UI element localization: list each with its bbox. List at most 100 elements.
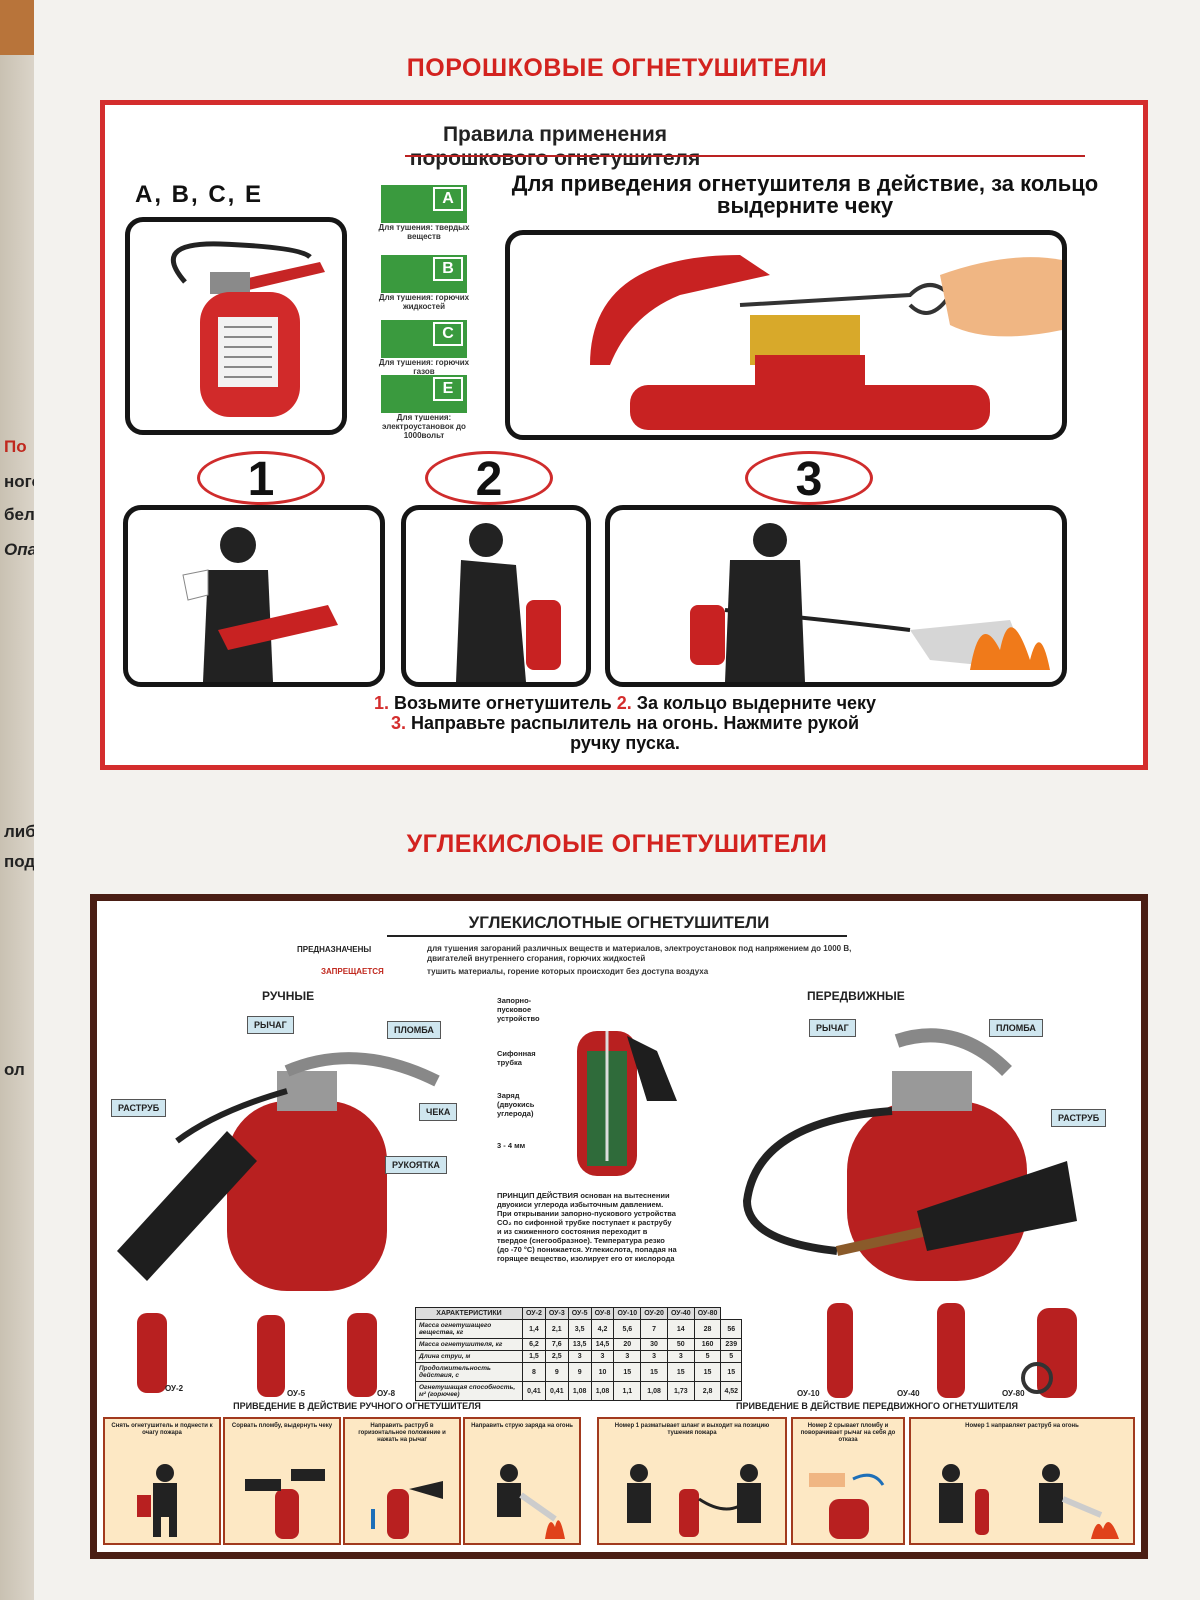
- forbidden-text: тушить материалы, горение которых происх…: [427, 967, 709, 976]
- row-header-cell: Масса огнетушителя, кг: [415, 1338, 523, 1351]
- manual-co2-extinguisher-icon: [117, 1052, 440, 1291]
- table-cell: 7: [640, 1319, 668, 1339]
- table-header: ОУ-2: [522, 1307, 546, 1320]
- class-letter: E: [433, 377, 463, 401]
- firefighter-spraying-icon: [497, 1464, 565, 1539]
- horn-tag: РАСТРУБ: [1051, 1109, 1107, 1127]
- table-cell: 3: [567, 1350, 592, 1363]
- table-header: ОУ-20: [640, 1307, 668, 1320]
- table-cell: 15: [613, 1362, 642, 1382]
- table-header: ОУ-80: [693, 1307, 722, 1320]
- side-fragment: бел: [4, 505, 35, 524]
- poster-title: Правила применения порошкового огнетушит…: [255, 123, 855, 171]
- steps-line-3: ручку пуска.: [570, 733, 680, 753]
- mobile-co2-extinguisher-icon: [742, 1028, 1077, 1281]
- table-cell: 2,8: [693, 1381, 722, 1401]
- two-firefighters-hose-icon: [627, 1464, 761, 1537]
- table-cell: 160: [693, 1338, 722, 1351]
- step-caption: Снять огнетушитель и поднести к очагу по…: [111, 1423, 213, 1436]
- co2-extinguisher-poster: УГЛЕКИСЛОТНЫЕ ОГНЕТУШИТЕЛИ ПРЕДНАЗНАЧЕНЫ…: [90, 894, 1148, 1559]
- pin-instruction: Для приведения огнетушителя в действие, …: [511, 171, 1099, 218]
- seal-tag: ПЛОМБА: [387, 1021, 441, 1039]
- manual-step-panel: Направить раструб в горизонтальное полож…: [343, 1417, 461, 1545]
- side-fragment: ол: [4, 1060, 25, 1079]
- row-header-cell: Масса огнетушащего вещества, кг: [415, 1319, 523, 1339]
- table-cell: 5: [693, 1350, 722, 1363]
- table-cell: 30: [640, 1338, 668, 1351]
- step-caption: Номер 1 разматывает шланг и выходит на п…: [614, 1423, 770, 1436]
- table-cell: 15: [666, 1362, 695, 1382]
- table-cell: 0,41: [522, 1381, 546, 1401]
- steps-text: 1. Возьмите огнетушитель 2. За кольцо вы…: [105, 693, 1145, 753]
- table-cell: 1,4: [522, 1319, 546, 1339]
- mobile-step-panel: Номер 1 разматывает шланг и выходит на п…: [597, 1417, 787, 1545]
- pin-tag: ЧЕКА: [419, 1103, 458, 1121]
- step-caption: Направить струю заряда на огонь: [471, 1423, 573, 1429]
- powder-extinguisher-icon: [170, 241, 325, 417]
- lever-turning-icon: [809, 1473, 885, 1539]
- purpose-label: ПРЕДНАЗНАЧЕНЫ: [297, 945, 372, 954]
- table-cell: 3: [613, 1350, 642, 1363]
- fire-class-e-badge: E Для тушения: электроустановок до 1000в…: [381, 375, 467, 440]
- person-lifting-extinguisher-icon: [182, 527, 338, 682]
- table-cell: 14,5: [590, 1338, 615, 1351]
- mobile-step-panel: Номер 2 срывает пломбу и поворачивает ры…: [791, 1417, 905, 1545]
- table-cell: 5: [720, 1350, 743, 1363]
- side-fragment: ного: [4, 472, 42, 491]
- table-cell: 2,5: [544, 1350, 569, 1363]
- siphon-callout: Сифонная трубка: [497, 1049, 536, 1067]
- table-cell: 3: [590, 1350, 615, 1363]
- cutaway-extinguisher-icon: [577, 1031, 677, 1176]
- table-header: ОУ-40: [666, 1307, 695, 1320]
- model-label: ОУ-5: [287, 1389, 306, 1398]
- side-fragment: Опа: [4, 540, 38, 559]
- step-text: Возьмите огнетушитель: [388, 693, 617, 713]
- side-fragment: либ: [4, 822, 36, 841]
- hands-pulling-pin-icon: [245, 1469, 325, 1539]
- table-cell: 56: [720, 1319, 743, 1339]
- side-fragment: По: [4, 437, 27, 456]
- table-cell: 15: [720, 1362, 743, 1382]
- table-cell: 6,2: [522, 1338, 546, 1351]
- manual-step-panel: Сорвать пломбу, выдернуть чеку: [223, 1417, 341, 1545]
- side-fragment: под: [4, 852, 36, 871]
- step-caption: Номер 2 срывает пломбу и поворачивает ры…: [800, 1423, 896, 1443]
- table-cell: 15: [693, 1362, 722, 1382]
- manual-models-icon: [137, 1313, 377, 1397]
- step-3-frame: [605, 505, 1067, 687]
- table-cell: 9: [544, 1362, 569, 1382]
- step-num: 2.: [616, 693, 632, 713]
- step-number-2: 2: [425, 451, 553, 506]
- step-num: 1.: [373, 693, 389, 713]
- table-cell: 8: [522, 1362, 546, 1382]
- pin-pull-icon: [590, 255, 1062, 430]
- seal-tag: ПЛОМБА: [989, 1019, 1043, 1037]
- mobile-label: ПЕРЕДВИЖНЫЕ: [807, 989, 905, 1003]
- extinguisher-illustration-frame: [125, 217, 347, 435]
- step-number-3: 3: [745, 451, 873, 506]
- step-caption: Номер 1 направляет раструб на огонь: [965, 1423, 1079, 1429]
- class-caption: Для тушения: твердых веществ: [378, 223, 470, 241]
- table-cell: 0,41: [544, 1381, 569, 1401]
- table-cell: 14: [666, 1319, 695, 1339]
- purpose-text: для тушения загораний различных веществ …: [427, 944, 852, 963]
- table-row: Огнетушащая способность, м² (горючее)0,4…: [415, 1381, 743, 1401]
- co2-section-heading: УГЛЕКИСЛОЫЕ ОГНЕТУШИТЕЛИ: [406, 830, 828, 858]
- gap-callout: 3 - 4 мм: [497, 1141, 526, 1150]
- step-1-frame: [123, 505, 385, 687]
- table-cell: 3: [666, 1350, 695, 1363]
- table-cell: 2,1: [544, 1319, 569, 1339]
- table-cell: 1,08: [590, 1381, 615, 1401]
- manual-label: РУЧНЫЕ: [262, 989, 315, 1003]
- step-text: За кольцо выдерните чеку: [631, 693, 877, 713]
- forbidden-label: ЗАПРЕЩАЕТСЯ: [321, 967, 384, 976]
- table-cell: 3: [640, 1350, 668, 1363]
- table-header: ОУ-10: [613, 1307, 642, 1320]
- mobile-step-panel: Номер 1 направляет раструб на огонь: [909, 1417, 1135, 1545]
- table-cell: 3,5: [567, 1319, 592, 1339]
- step-2-frame: [401, 505, 591, 687]
